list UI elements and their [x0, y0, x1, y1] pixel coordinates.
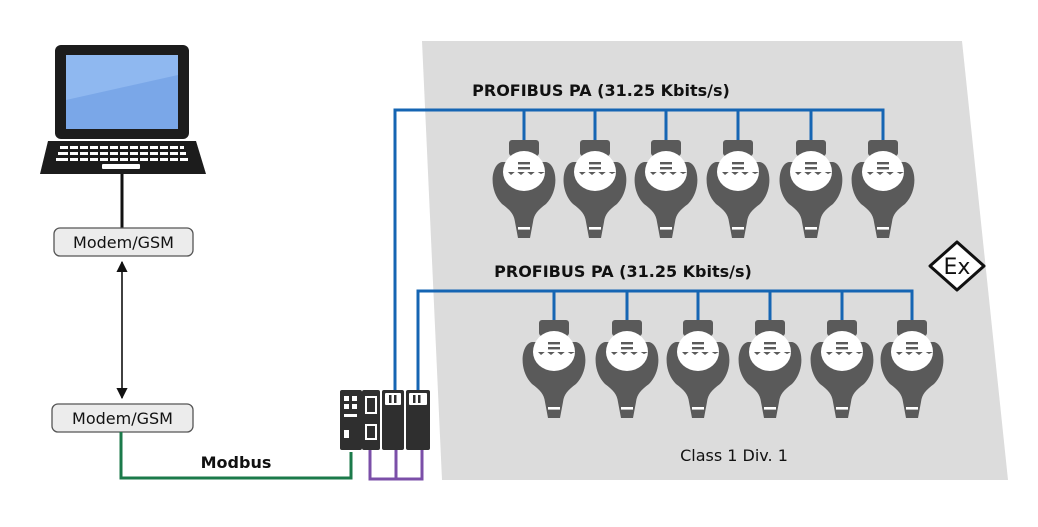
bus-bottom-label: PROFIBUS PA (31.25 Kbits/s) — [494, 262, 752, 281]
zone-label: Class 1 Div. 1 — [680, 446, 788, 465]
modem-top-label: Modem/GSM — [73, 233, 174, 252]
modem-top: Modem/GSM — [53, 227, 194, 257]
profibus-top-bus — [393, 108, 885, 390]
bus-top-label: PROFIBUS PA (31.25 Kbits/s) — [472, 81, 730, 100]
modbus-line — [119, 432, 353, 480]
modem-bottom: Modem/GSM — [51, 403, 194, 433]
hazardous-zone — [422, 41, 1008, 480]
gateway-rack-icon — [340, 390, 430, 450]
ex-symbol-label: Ex — [944, 255, 971, 280]
modem-bottom-label: Modem/GSM — [72, 409, 173, 428]
ex-hazard-icon: Ex — [928, 240, 986, 292]
laptop-icon — [40, 45, 206, 174]
profibus-bottom-bus — [416, 289, 914, 390]
modbus-label: Modbus — [201, 453, 272, 472]
